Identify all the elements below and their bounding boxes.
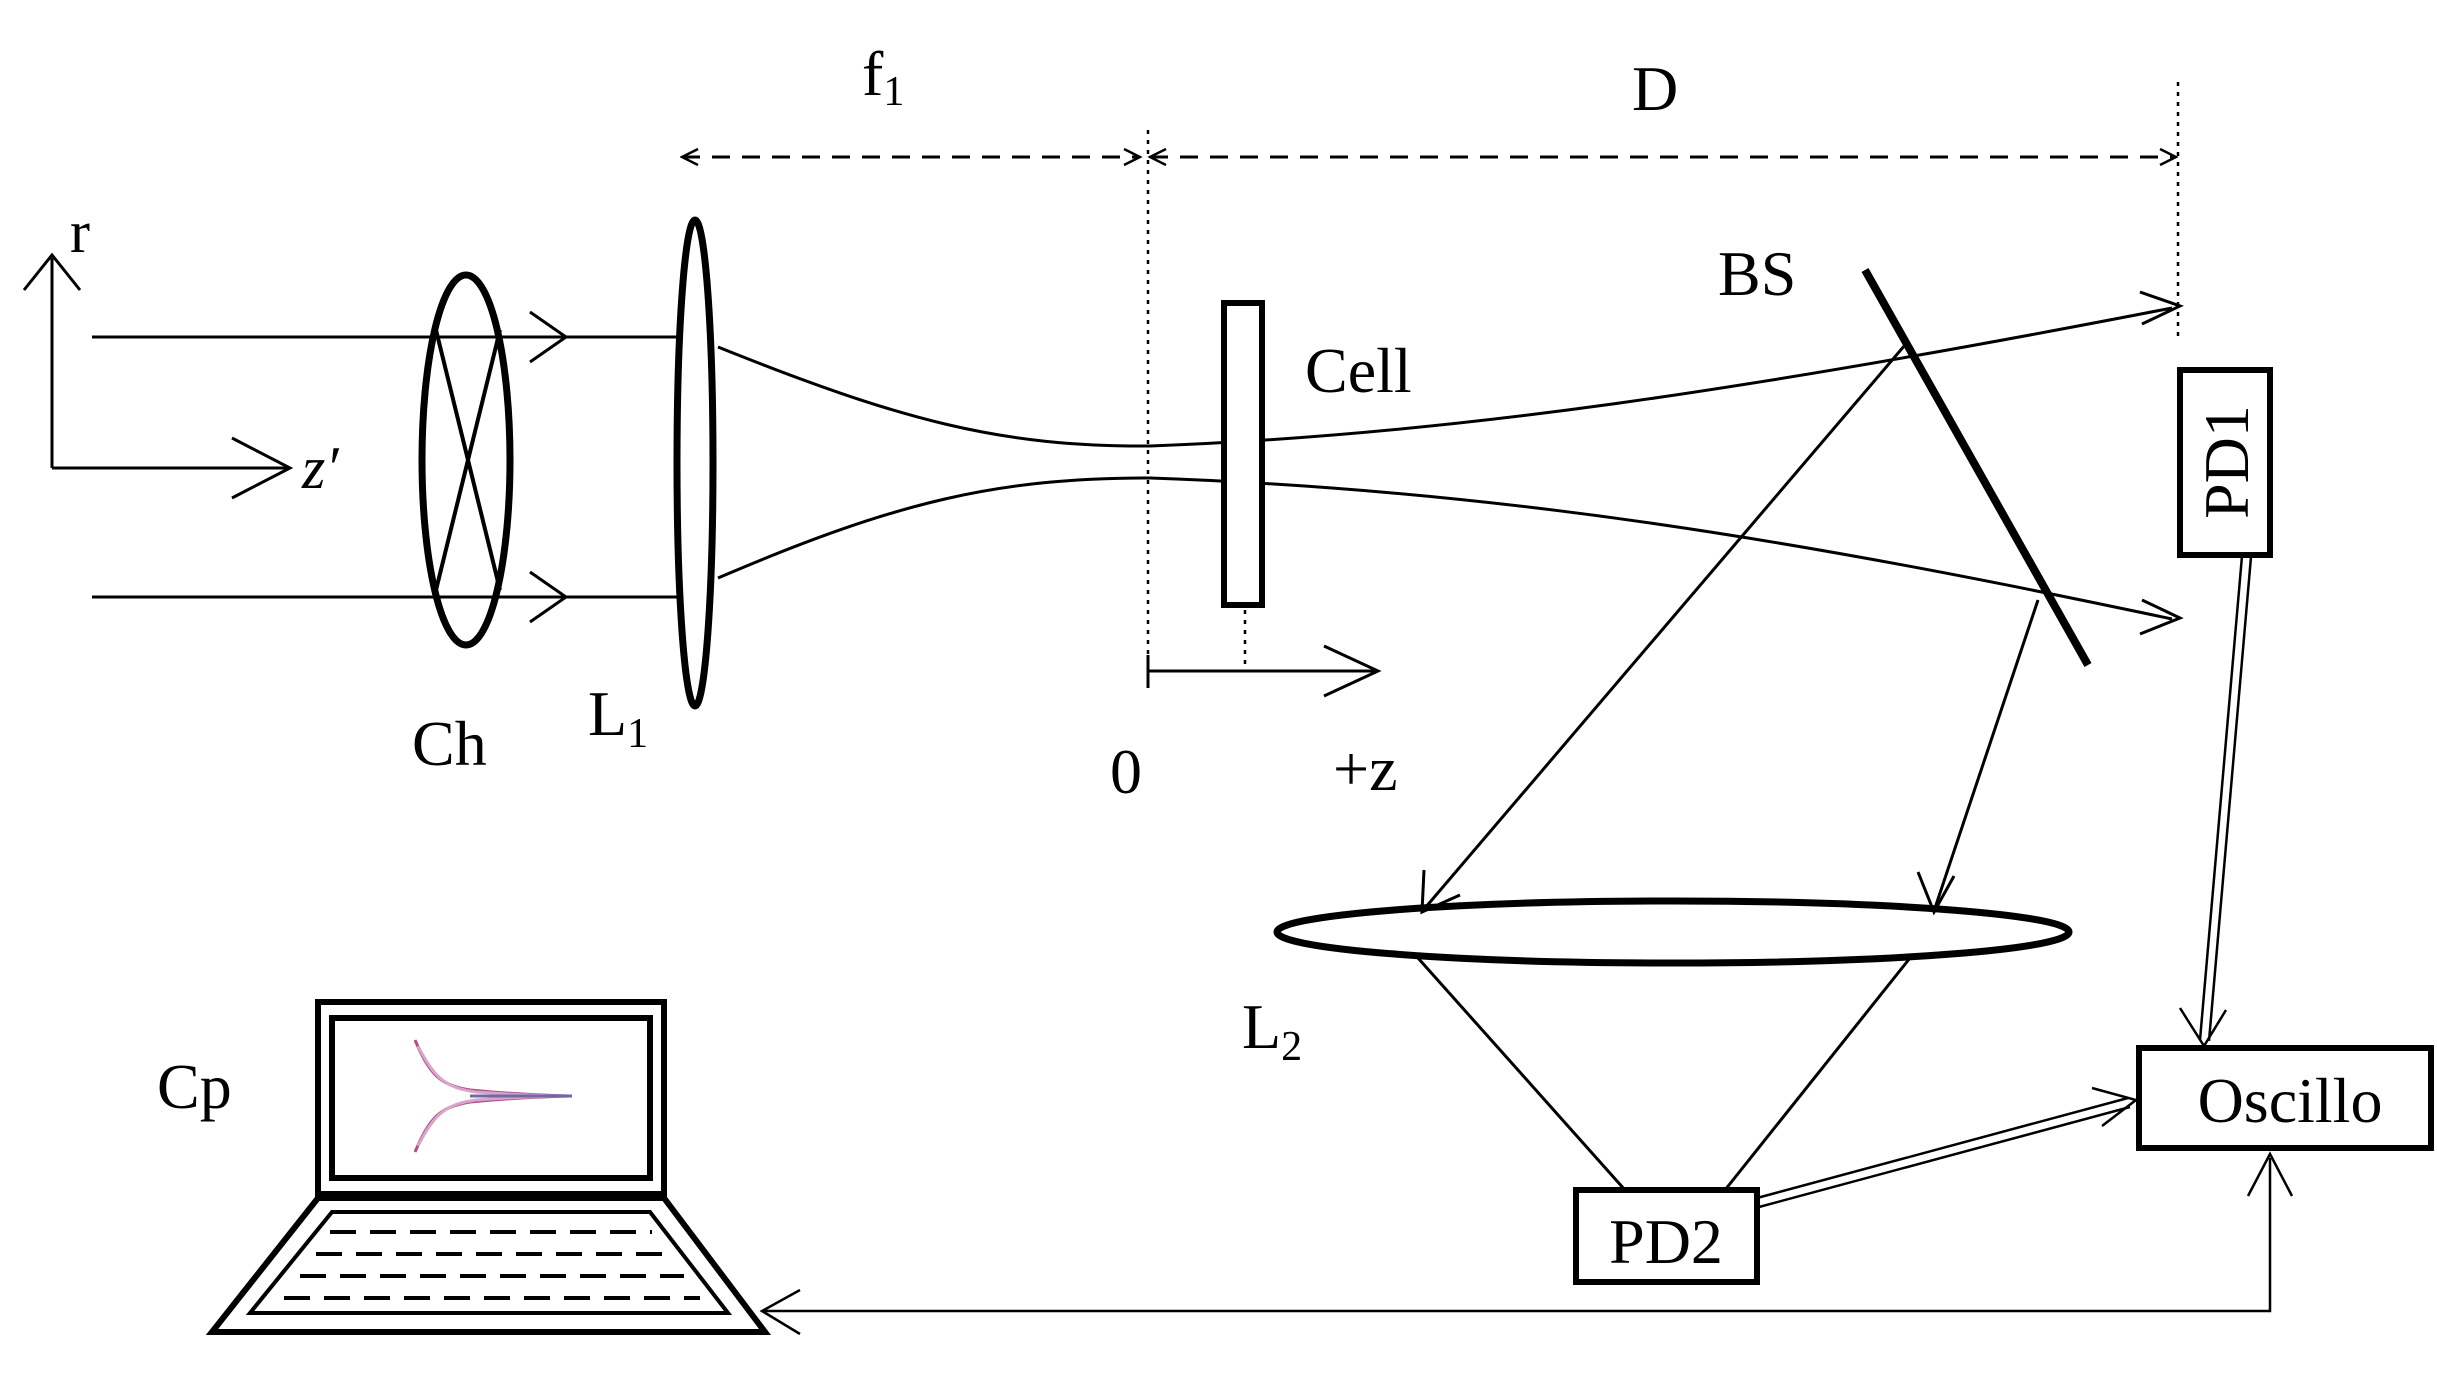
sample-cell-label: Cell: [1305, 335, 1412, 406]
axis-label-r: r: [70, 199, 90, 265]
coordinate-axes: [22, 252, 294, 500]
keyboard-keys: [284, 1230, 700, 1300]
axis-label-z-prime: z′: [301, 435, 339, 501]
oscilloscope: [2136, 1045, 2434, 1151]
incoming-beam: [92, 310, 680, 624]
lens-l1: [673, 216, 717, 710]
screen-signal-curve: [413, 1039, 573, 1153]
reflected-beams: [1420, 344, 2040, 916]
computer-screen: [329, 1015, 653, 1181]
plus-z-label: +z: [1333, 733, 1398, 804]
photodetector-pd2: [1573, 1187, 1760, 1285]
photodetector-pd1-label: PD1: [2191, 405, 2262, 519]
computer: [205, 999, 772, 1335]
chopper: [418, 271, 514, 649]
dimension-d-label: D: [1632, 53, 1678, 124]
reference-lines: [1146, 82, 2180, 690]
beam-splitter-label: BS: [1718, 238, 1796, 309]
beam-splitter: [1861, 268, 2092, 667]
computer-label: Cp: [157, 1051, 232, 1122]
photodetector-pd2-label: PD2: [1609, 1206, 1723, 1277]
lens-l2-label: L2: [1242, 991, 1302, 1070]
lens-l2: [1273, 897, 2073, 967]
photodetector-pd1: [2177, 367, 2273, 558]
focusing-cone: [1416, 957, 1912, 1191]
focused-beam: [717, 290, 2184, 636]
signal-cables: [759, 555, 2294, 1336]
origin-label: 0: [1110, 736, 1142, 807]
chopper-label: Ch: [412, 708, 487, 779]
oscilloscope-label: Oscillo: [2198, 1065, 2383, 1136]
dimension-f1-label: f1: [862, 38, 904, 115]
lens-l1-label: L1: [588, 678, 648, 757]
sample-cell: [1221, 300, 1265, 608]
z-translation-axis: [1146, 644, 1382, 698]
